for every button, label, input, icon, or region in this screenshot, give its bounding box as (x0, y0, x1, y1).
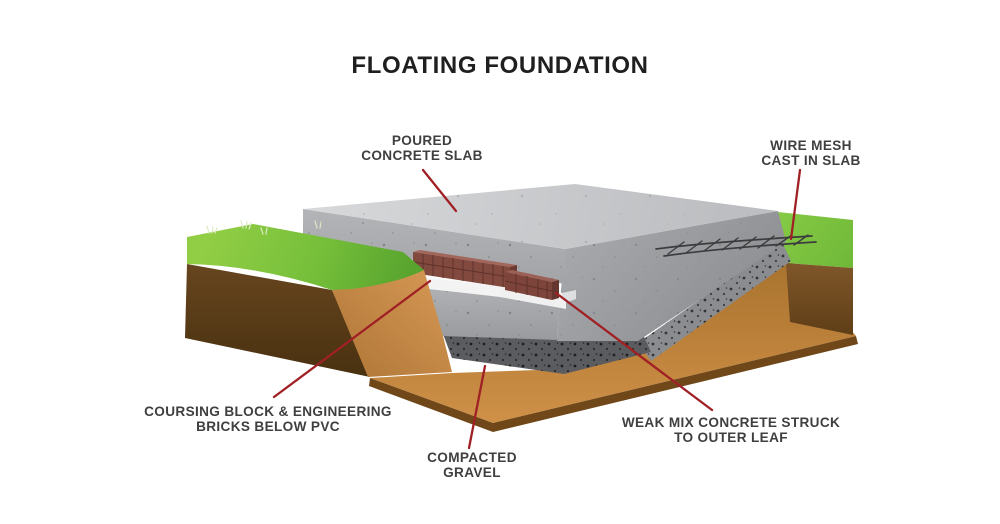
label-compacted-gravel: COMPACTED GRAVEL (427, 450, 517, 480)
label-wire-mesh: WIRE MESH CAST IN SLAB (761, 138, 860, 168)
grass-tufts (206, 220, 322, 235)
label-coursing-block: COURSING BLOCK & ENGINEERING BRICKS BELO… (144, 404, 392, 434)
label-line: BRICKS BELOW PVC (196, 419, 340, 434)
leader-coursing-block (272, 279, 432, 399)
brick-end-face (552, 280, 559, 300)
pvc-and-bricks (412, 250, 576, 309)
label-line: COURSING BLOCK & ENGINEERING (144, 404, 392, 419)
label-line: GRAVEL (443, 465, 501, 480)
label-line: COMPACTED (427, 450, 517, 465)
label-line: CONCRETE SLAB (361, 148, 483, 163)
soil-front-face (185, 264, 370, 377)
label-line: TO OUTER LEAF (674, 430, 788, 445)
leader-weak-mix (554, 291, 714, 412)
label-line: WIRE MESH (770, 138, 852, 153)
grass-cut-face (778, 212, 853, 268)
slab-right-speckle (557, 211, 786, 341)
brick-joints (504, 274, 553, 299)
label-weak-mix-concrete: WEAK MIX CONCRETE STRUCK TO OUTER LEAF (622, 415, 840, 445)
mesh-cross-ties (667, 234, 809, 255)
label-line: POURED (391, 133, 453, 148)
excavation-slope (332, 270, 452, 377)
mesh-wire-2 (663, 241, 817, 257)
right-ground-block (778, 212, 853, 335)
label-line: CAST IN SLAB (761, 153, 861, 168)
brick-top-face (413, 250, 517, 267)
leader-lines (272, 168, 802, 450)
wire-mesh (655, 234, 817, 257)
label-line: WEAK MIX CONCRETE STRUCK (621, 415, 841, 430)
leader-poured-concrete-slab (421, 168, 458, 213)
brick-top-face (505, 270, 559, 282)
leader-wire-mesh (789, 168, 802, 241)
leader-compacted-gravel (467, 364, 487, 450)
left-ground-berm (185, 220, 452, 377)
grass-berm-top (187, 224, 424, 290)
label-poured-concrete-slab: POURED CONCRETE SLAB (361, 133, 483, 163)
diagram-title: FLOATING FOUNDATION (351, 52, 649, 79)
slab-top-speckle (303, 184, 778, 249)
brick-joints (412, 254, 511, 287)
soil-cut-face (786, 263, 853, 335)
weak-mix-speckle (638, 242, 791, 361)
